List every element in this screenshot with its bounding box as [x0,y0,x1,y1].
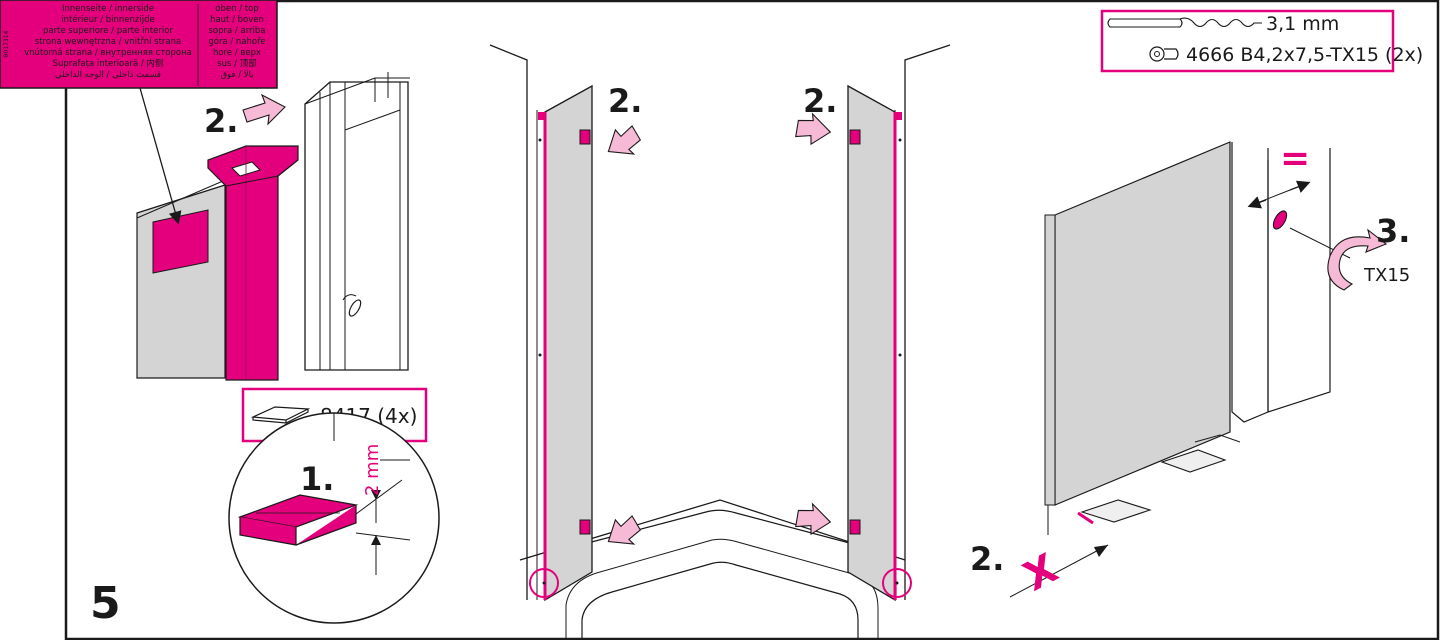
equal-mark: = [1280,138,1310,179]
rotation-arrow [1327,228,1388,291]
arrow-left-bottom [607,515,642,545]
sticker-row-6-right: sus / 顶部 [217,58,257,69]
step-2-label-left: 2. [204,102,238,140]
sticker-row-7-left: قسمت داخلی / الوجه الداخلي [55,70,161,80]
push-arrow [242,93,286,126]
sticker-row-5-right: hore / верх [213,48,261,58]
sticker-row-4-right: góra / nahoře [208,36,265,47]
arrow-left-top [607,125,642,155]
page-frame [64,0,1440,641]
step-2-label-middle-right: 2. [803,82,837,120]
sticker-label: 8017314 Innenseite / innerside intérieur… [0,0,278,89]
dimension-arrow-top [371,490,381,500]
sticker-row-7-right: بالا / فوق [220,70,253,80]
pad-right-top [849,129,861,145]
step-2-label-middle-left: 2. [608,82,642,120]
glass-panel-far-right [1054,141,1231,506]
sticker-row-5-left: vnútorná strana / внутренняя сторона [24,48,192,58]
glass-panel [136,184,226,379]
shower-tray-rim [544,509,897,600]
parts-box: 3,1 mm 4666 B4,2x7,5-TX15 (2x) [1100,9,1423,73]
sticker-row-4-left: strona wewnętrzna / vnitřní strana [35,37,181,47]
sticker-pointer [139,87,182,225]
left-section: 2. [136,72,410,381]
sticker-on-glass [152,209,209,274]
right-section: = 3. TX15 X 2. [970,138,1410,600]
step-1-label: 1. [300,460,334,498]
dimension-label: 2 mm [362,444,383,496]
sticker-row-2-left: intérieur / binnenzijde [61,14,155,25]
screw-slot [1272,210,1288,230]
dimension-arrow-bottom [371,535,381,545]
sticker-row-3-right: sopra / arriba [208,26,265,36]
sticker-row-3-left: parte superiore / parte interior [43,26,173,36]
sticker-row-1-left: Innenseite / innerside [62,4,154,14]
slot-hole [348,299,362,317]
step-3-label: 3. [1376,212,1410,250]
sticker-side-code: 8017314 [3,30,10,57]
pad-left-bottom [579,519,591,535]
pad-right-bottom [849,519,861,535]
floor-pad-2 [1160,449,1227,473]
wall-profile [304,81,409,371]
sticker-row-6-left: Suprafața interioară / 内侧 [53,58,164,69]
sticker-row-2-right: haut / boven [210,15,264,25]
pad-left-top [579,129,591,145]
drill-size-label: 3,1 mm [1266,13,1339,35]
floor-pad-1 [1080,499,1152,523]
middle-section: 2. 2. [489,44,951,640]
x-dimension-arrow [1094,545,1108,557]
screw-spec-label: 4666 B4,2x7,5-TX15 (2x) [1186,44,1423,66]
x-mark: X [1016,545,1065,600]
right-wall-profile [1267,148,1331,413]
drill-bit-icon [1107,18,1183,28]
detail-circle: 1. 2 mm [228,412,440,624]
sticker-row-1-right: oben / top [215,4,258,14]
highlight-circle-right [882,568,912,598]
highlight-circle-left [529,568,559,598]
arrow-right-top [795,112,832,146]
step-2-label-right: 2. [970,540,1004,578]
step-number: 5 [90,578,121,629]
tool-label: TX15 [1363,265,1410,286]
arrow-right-bottom [795,502,832,536]
